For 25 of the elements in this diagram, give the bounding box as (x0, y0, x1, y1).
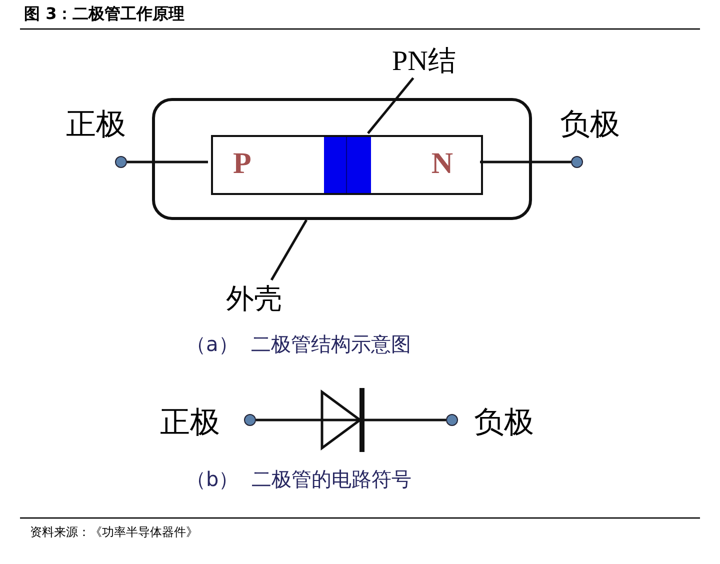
terminal-label: 负极 (560, 107, 620, 143)
terminal-label: 负极 (474, 405, 534, 441)
part-label: PN结 (392, 45, 456, 79)
terminal-dot (571, 156, 583, 168)
part-label: 外壳 (226, 283, 282, 317)
diode-symbol (320, 388, 366, 452)
wire (480, 160, 571, 164)
terminal-dot (244, 414, 256, 426)
wire (127, 160, 208, 164)
region-letter: P (233, 147, 252, 181)
terminal-label: 正极 (66, 107, 126, 143)
pn-junction-block (324, 135, 371, 195)
terminal-dot (115, 156, 127, 168)
region-letter: N (431, 147, 453, 181)
figure-title: 图 3：二极管工作原理 (24, 4, 185, 25)
sub-caption: （b） 二极管的电路符号 (186, 466, 412, 493)
wire (366, 418, 446, 422)
terminal-dot (446, 414, 458, 426)
casing-outline (152, 98, 532, 220)
terminal-label: 正极 (160, 405, 220, 441)
wire (256, 418, 320, 422)
sub-caption: （a） 二极管结构示意图 (186, 331, 411, 358)
leader-line (270, 219, 308, 281)
leader-line (367, 77, 414, 134)
source-note: 资料来源：《功率半导体器件》 (30, 524, 198, 541)
